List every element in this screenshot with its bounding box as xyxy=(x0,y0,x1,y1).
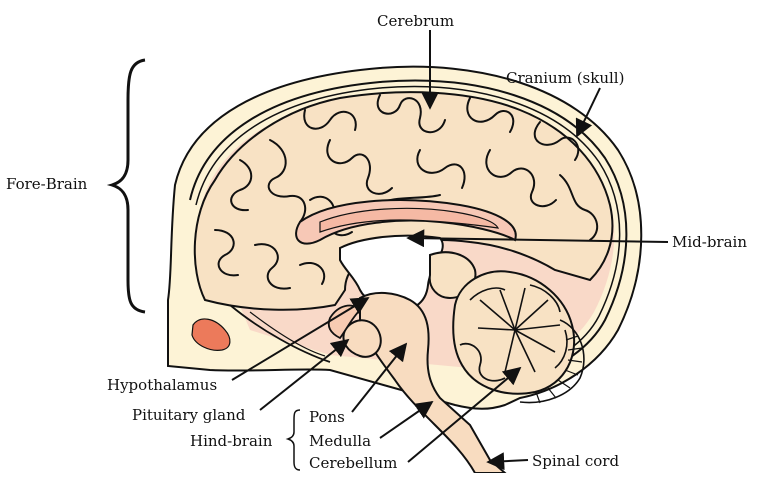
label-pons: Pons xyxy=(309,408,345,426)
eye-socket xyxy=(191,318,231,351)
fore-brain-brace xyxy=(106,58,146,314)
cerebellum-shape xyxy=(452,270,585,404)
arrow-mid-brain xyxy=(406,229,669,248)
corpus-callosum xyxy=(295,199,517,245)
hind-brain-brace xyxy=(285,409,301,471)
label-medulla: Medulla xyxy=(309,432,372,450)
lower-skull-line-2 xyxy=(249,311,326,357)
arrow-medulla xyxy=(379,400,434,439)
arrow-cerebellum xyxy=(407,366,522,463)
arrow-hypothalamus xyxy=(231,297,370,381)
label-cerebellum: Cerebellum xyxy=(309,454,398,472)
arrow-cranium xyxy=(575,87,601,138)
arrow-spinal-cord xyxy=(486,452,529,471)
corpus-inner xyxy=(319,207,500,233)
cranium-line-inner xyxy=(195,85,621,373)
arrow-pons xyxy=(351,342,408,413)
pointer-arrows xyxy=(231,30,669,471)
label-pituitary: Pituitary gland xyxy=(132,406,246,424)
lower-skull-line xyxy=(229,304,331,363)
arrow-pituitary xyxy=(259,338,350,411)
label-spinal-cord: Spinal cord xyxy=(532,452,620,470)
label-hypothalamus: Hypothalamus xyxy=(107,376,218,394)
label-mid-brain: Mid-brain xyxy=(672,233,747,251)
label-fore-brain: Fore-Brain xyxy=(6,175,88,193)
label-hind-brain: Hind-brain xyxy=(190,432,273,450)
label-cranium: Cranium (skull) xyxy=(506,69,625,87)
label-cerebrum: Cerebrum xyxy=(377,12,455,30)
